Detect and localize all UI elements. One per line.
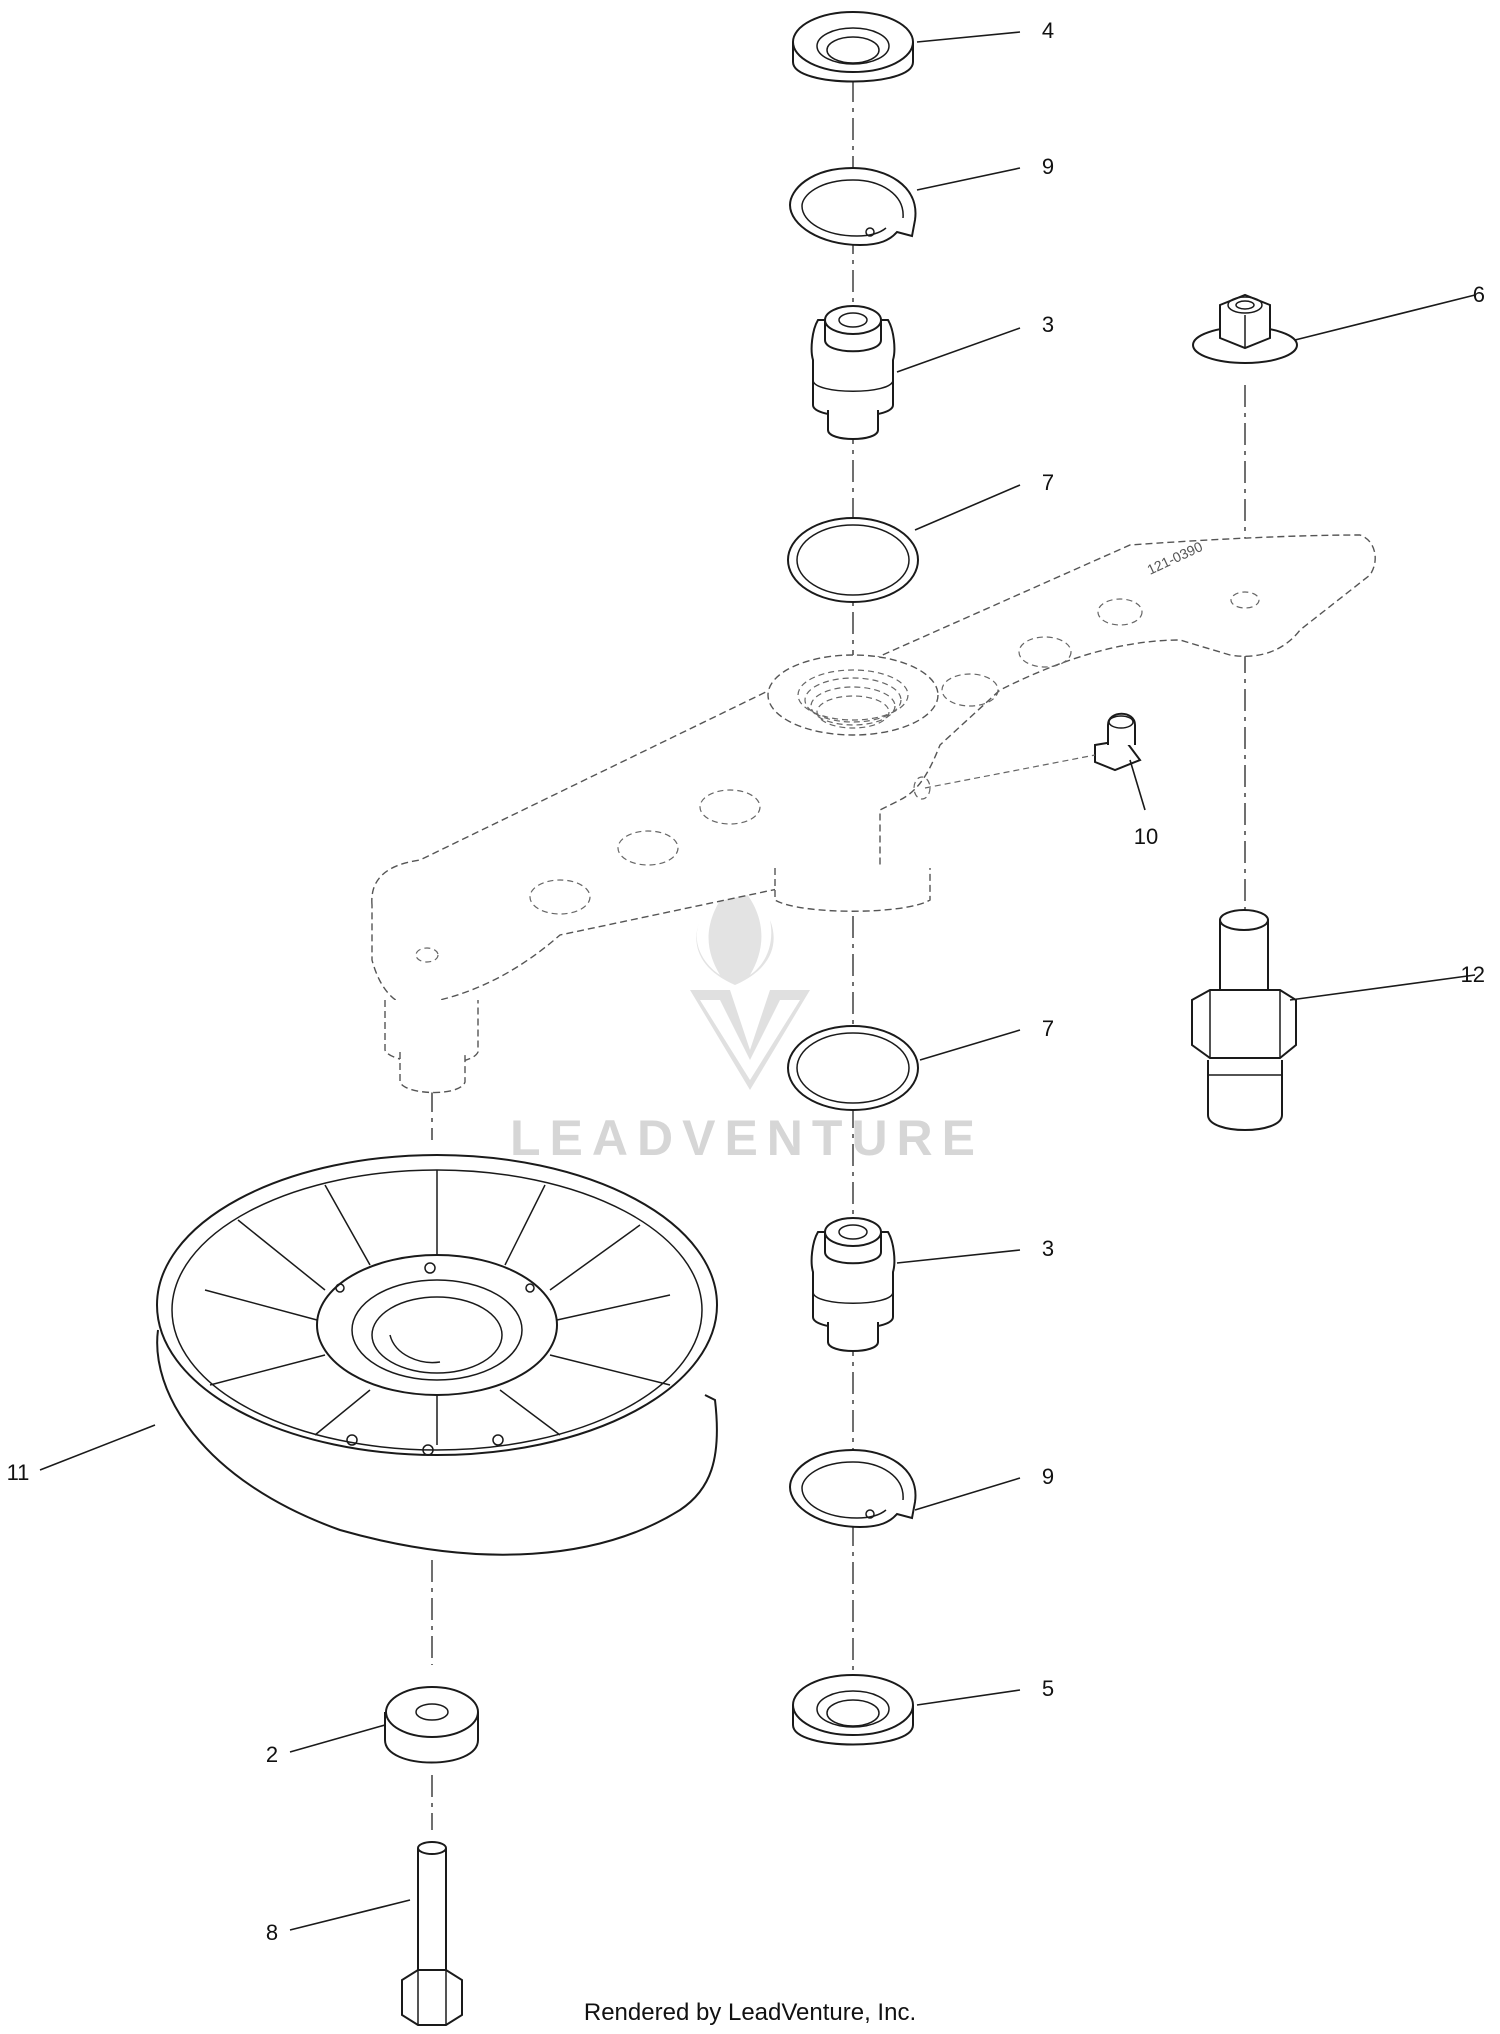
part-3-bearing bbox=[810, 305, 896, 440]
callout-5: 5 bbox=[1042, 1676, 1054, 1701]
leader-lines bbox=[39, 31, 1476, 1931]
part-4-seal bbox=[792, 11, 914, 83]
footer-credit: Rendered by LeadVenture, Inc. bbox=[584, 1999, 916, 2026]
part-5-seal bbox=[792, 1674, 914, 1746]
part-9-retaining-ring bbox=[788, 166, 917, 247]
callout-6: 6 bbox=[1473, 282, 1485, 307]
watermark: LEADVENTURE bbox=[510, 880, 984, 1166]
part-3-bearing-lower bbox=[810, 1217, 896, 1352]
part-9-retaining-ring-lower bbox=[788, 1448, 917, 1529]
callout-7-lower: 7 bbox=[1042, 1016, 1054, 1041]
part-12-pivot-shaft bbox=[1191, 909, 1297, 1131]
part-10-grease-fitting bbox=[924, 712, 1142, 789]
pulley-spokes bbox=[204, 1170, 671, 1445]
callout-3: 3 bbox=[1042, 312, 1054, 337]
part-8-bolt bbox=[401, 1841, 463, 2026]
callout-9-lower: 9 bbox=[1042, 1464, 1054, 1489]
part-7-o-ring bbox=[787, 517, 919, 603]
callout-10: 10 bbox=[1134, 824, 1158, 849]
callout-7: 7 bbox=[1042, 470, 1054, 495]
callout-8: 8 bbox=[266, 1920, 278, 1945]
callout-9: 9 bbox=[1042, 154, 1054, 179]
watermark-flame-icon bbox=[696, 880, 774, 985]
callout-12: 12 bbox=[1461, 962, 1485, 987]
callout-4: 4 bbox=[1042, 18, 1054, 43]
callout-labels: 4 9 3 6 7 10 12 7 3 11 9 5 2 8 bbox=[7, 18, 1485, 1945]
callout-2: 2 bbox=[266, 1742, 278, 1767]
watermark-v-logo bbox=[690, 990, 810, 1090]
callout-11: 11 bbox=[7, 1460, 30, 1485]
part-7-o-ring-lower bbox=[787, 1025, 919, 1111]
part-11-idler-pulley bbox=[156, 1154, 718, 1556]
idler-arm-phantom: 121-0390 bbox=[371, 534, 1376, 1094]
watermark-text: LEADVENTURE bbox=[510, 1110, 984, 1166]
part-6-nut bbox=[1192, 293, 1298, 364]
part-2-spacer bbox=[384, 1686, 479, 1764]
callout-3-lower: 3 bbox=[1042, 1236, 1054, 1261]
